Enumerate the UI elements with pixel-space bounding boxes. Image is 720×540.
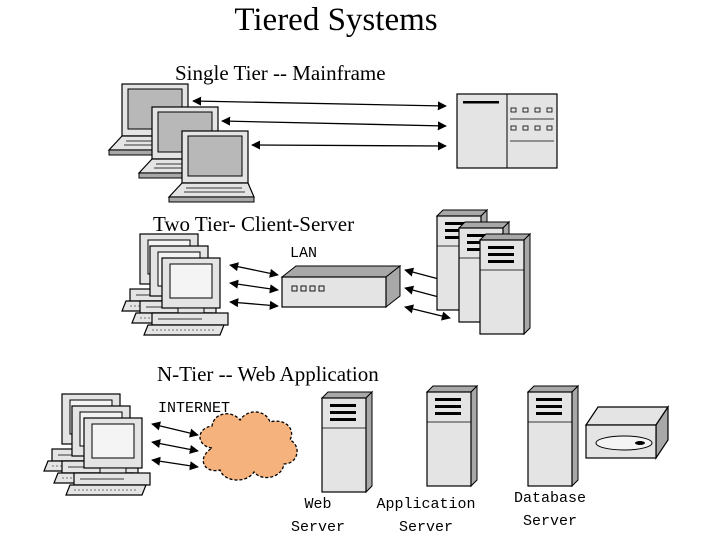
web-server-label-line1: Web <box>304 496 332 513</box>
bidirectional-arrow-icon <box>251 140 447 151</box>
two-tier-title: Two Tier- Client-Server <box>153 212 355 236</box>
bidirectional-arrow-icon <box>192 96 447 111</box>
bidirectional-arrow-icon <box>229 279 279 294</box>
web-server-label-line2: Server <box>290 519 345 536</box>
internet-label: INTERNET <box>158 400 231 417</box>
bidirectional-arrow-icon <box>151 421 199 438</box>
app-server-label-line2: Server <box>398 519 453 536</box>
n-tier-servers <box>321 385 579 493</box>
tower-server-icon <box>479 233 531 335</box>
page-title: Tiered Systems <box>234 2 438 38</box>
bidirectional-arrow-icon <box>404 304 451 321</box>
tower-server-icon <box>527 385 579 487</box>
bidirectional-arrow-icon <box>151 456 199 471</box>
n-tier-client-arrows <box>151 421 199 471</box>
two-tier-servers <box>436 209 531 335</box>
disk-drive-icon <box>584 405 670 460</box>
app-server-label-line1: Application <box>376 496 476 513</box>
mainframe-icon <box>456 93 558 169</box>
app-server-label: Application Server <box>366 493 486 539</box>
lan-label: LAN <box>290 245 318 262</box>
laptop-terminal-icon <box>168 130 255 203</box>
n-tier-clients <box>43 393 151 496</box>
bidirectional-arrow-icon <box>229 298 279 310</box>
db-server-label-line1: Database <box>513 490 586 507</box>
network-hub-icon <box>280 264 402 309</box>
internet-cloud-icon <box>199 411 298 481</box>
two-tier-client-arrows <box>229 262 279 310</box>
bidirectional-arrow-icon <box>151 439 199 454</box>
bidirectional-arrow-icon <box>221 116 447 131</box>
web-server-label: Web Server <box>276 493 360 539</box>
n-tier-title: N-Tier -- Web Application <box>157 362 379 386</box>
two-tier-clients <box>121 233 229 336</box>
tower-server-icon <box>321 391 373 493</box>
single-tier-arrows <box>192 96 447 151</box>
single-tier-title: Single Tier -- Mainframe <box>175 61 386 85</box>
db-server-label-line2: Server <box>522 513 577 530</box>
bidirectional-arrow-icon <box>229 262 279 278</box>
db-server-label: Database Server <box>500 487 600 533</box>
tower-server-icon <box>426 385 478 487</box>
